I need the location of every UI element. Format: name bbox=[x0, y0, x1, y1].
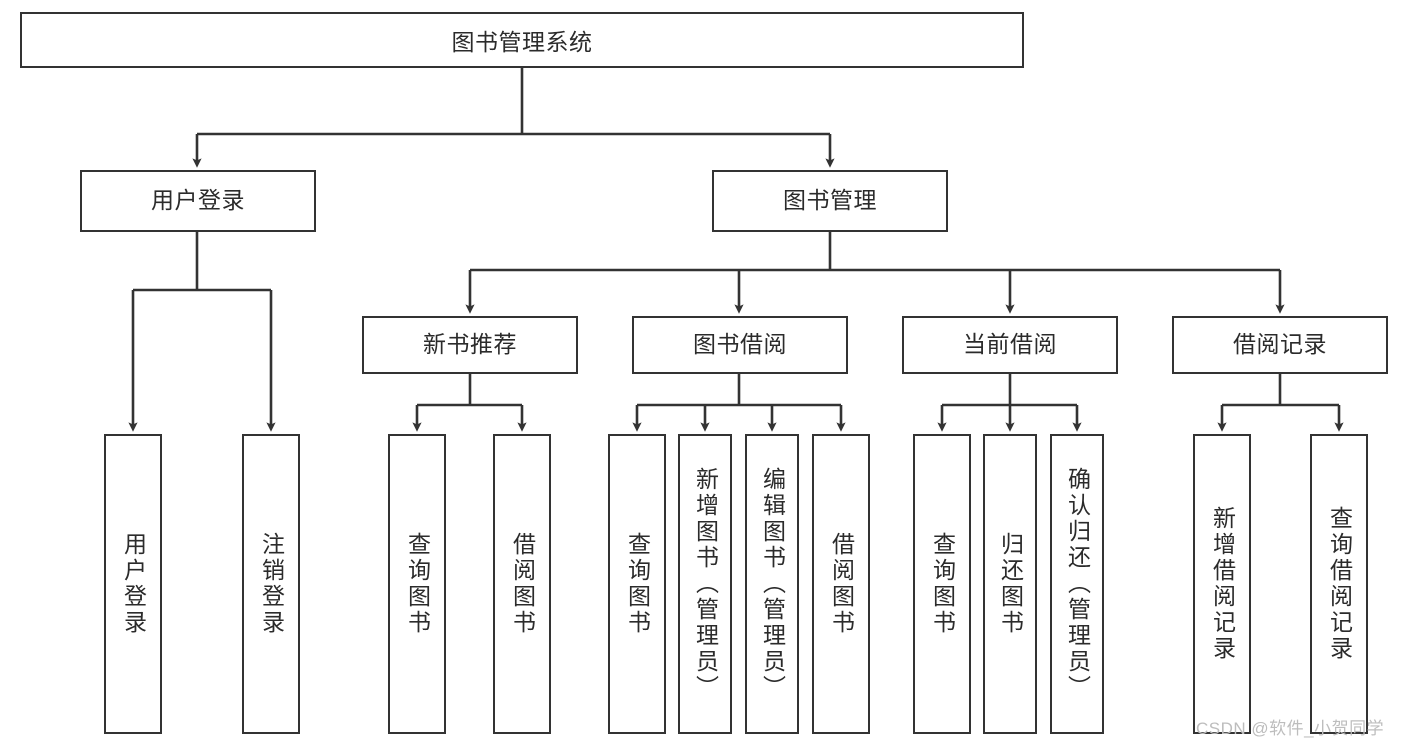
node-current-borrow[interactable]: 当前借阅 bbox=[902, 316, 1118, 374]
node-book-borrow[interactable]: 图书借阅 bbox=[632, 316, 848, 374]
node-leaf-recommend-query-book[interactable]: 查询图书 bbox=[388, 434, 446, 734]
node-leaf-borrow-book[interactable]: 借阅图书 bbox=[812, 434, 870, 734]
node-book-borrow-label: 图书借阅 bbox=[693, 331, 787, 358]
node-leaf-edit-book-admin-label: 编辑图书（管理员） bbox=[759, 467, 786, 701]
node-leaf-user-login-label: 用户登录 bbox=[120, 532, 147, 636]
node-new-book-recommend-label: 新书推荐 bbox=[423, 331, 517, 358]
node-leaf-return-book-label: 归还图书 bbox=[997, 532, 1024, 636]
node-leaf-add-borrow-record-label: 新增借阅记录 bbox=[1209, 506, 1236, 662]
node-leaf-current-query-book[interactable]: 查询图书 bbox=[913, 434, 971, 734]
node-leaf-recommend-query-book-label: 查询图书 bbox=[404, 532, 431, 636]
node-leaf-confirm-return-admin-label: 确认归还（管理员） bbox=[1064, 467, 1091, 701]
node-current-borrow-label: 当前借阅 bbox=[963, 331, 1057, 358]
node-user-login-label: 用户登录 bbox=[151, 187, 245, 214]
node-root-book-management-system[interactable]: 图书管理系统 bbox=[20, 12, 1024, 68]
node-borrow-record-label: 借阅记录 bbox=[1233, 331, 1327, 358]
node-leaf-logout[interactable]: 注销登录 bbox=[242, 434, 300, 734]
node-leaf-edit-book-admin[interactable]: 编辑图书（管理员） bbox=[745, 434, 799, 734]
node-root-label: 图书管理系统 bbox=[451, 29, 593, 55]
node-leaf-recommend-borrow-book[interactable]: 借阅图书 bbox=[493, 434, 551, 734]
node-leaf-query-borrow-record-label: 查询借阅记录 bbox=[1326, 506, 1353, 662]
node-leaf-query-borrow-record[interactable]: 查询借阅记录 bbox=[1310, 434, 1368, 734]
node-book-management[interactable]: 图书管理 bbox=[712, 170, 948, 232]
node-book-management-label: 图书管理 bbox=[783, 187, 877, 214]
node-leaf-confirm-return-admin[interactable]: 确认归还（管理员） bbox=[1050, 434, 1104, 734]
node-leaf-current-query-book-label: 查询图书 bbox=[929, 532, 956, 636]
node-new-book-recommend[interactable]: 新书推荐 bbox=[362, 316, 578, 374]
node-leaf-add-book-admin[interactable]: 新增图书（管理员） bbox=[678, 434, 732, 734]
node-leaf-add-book-admin-label: 新增图书（管理员） bbox=[692, 467, 719, 701]
node-leaf-borrow-query-book[interactable]: 查询图书 bbox=[608, 434, 666, 734]
node-leaf-borrow-query-book-label: 查询图书 bbox=[624, 532, 651, 636]
node-leaf-recommend-borrow-book-label: 借阅图书 bbox=[509, 532, 536, 636]
node-leaf-return-book[interactable]: 归还图书 bbox=[983, 434, 1037, 734]
node-leaf-add-borrow-record[interactable]: 新增借阅记录 bbox=[1193, 434, 1251, 734]
node-borrow-record[interactable]: 借阅记录 bbox=[1172, 316, 1388, 374]
node-leaf-logout-label: 注销登录 bbox=[258, 532, 285, 636]
node-leaf-borrow-book-label: 借阅图书 bbox=[828, 532, 855, 636]
node-user-login[interactable]: 用户登录 bbox=[80, 170, 316, 232]
node-leaf-user-login[interactable]: 用户登录 bbox=[104, 434, 162, 734]
